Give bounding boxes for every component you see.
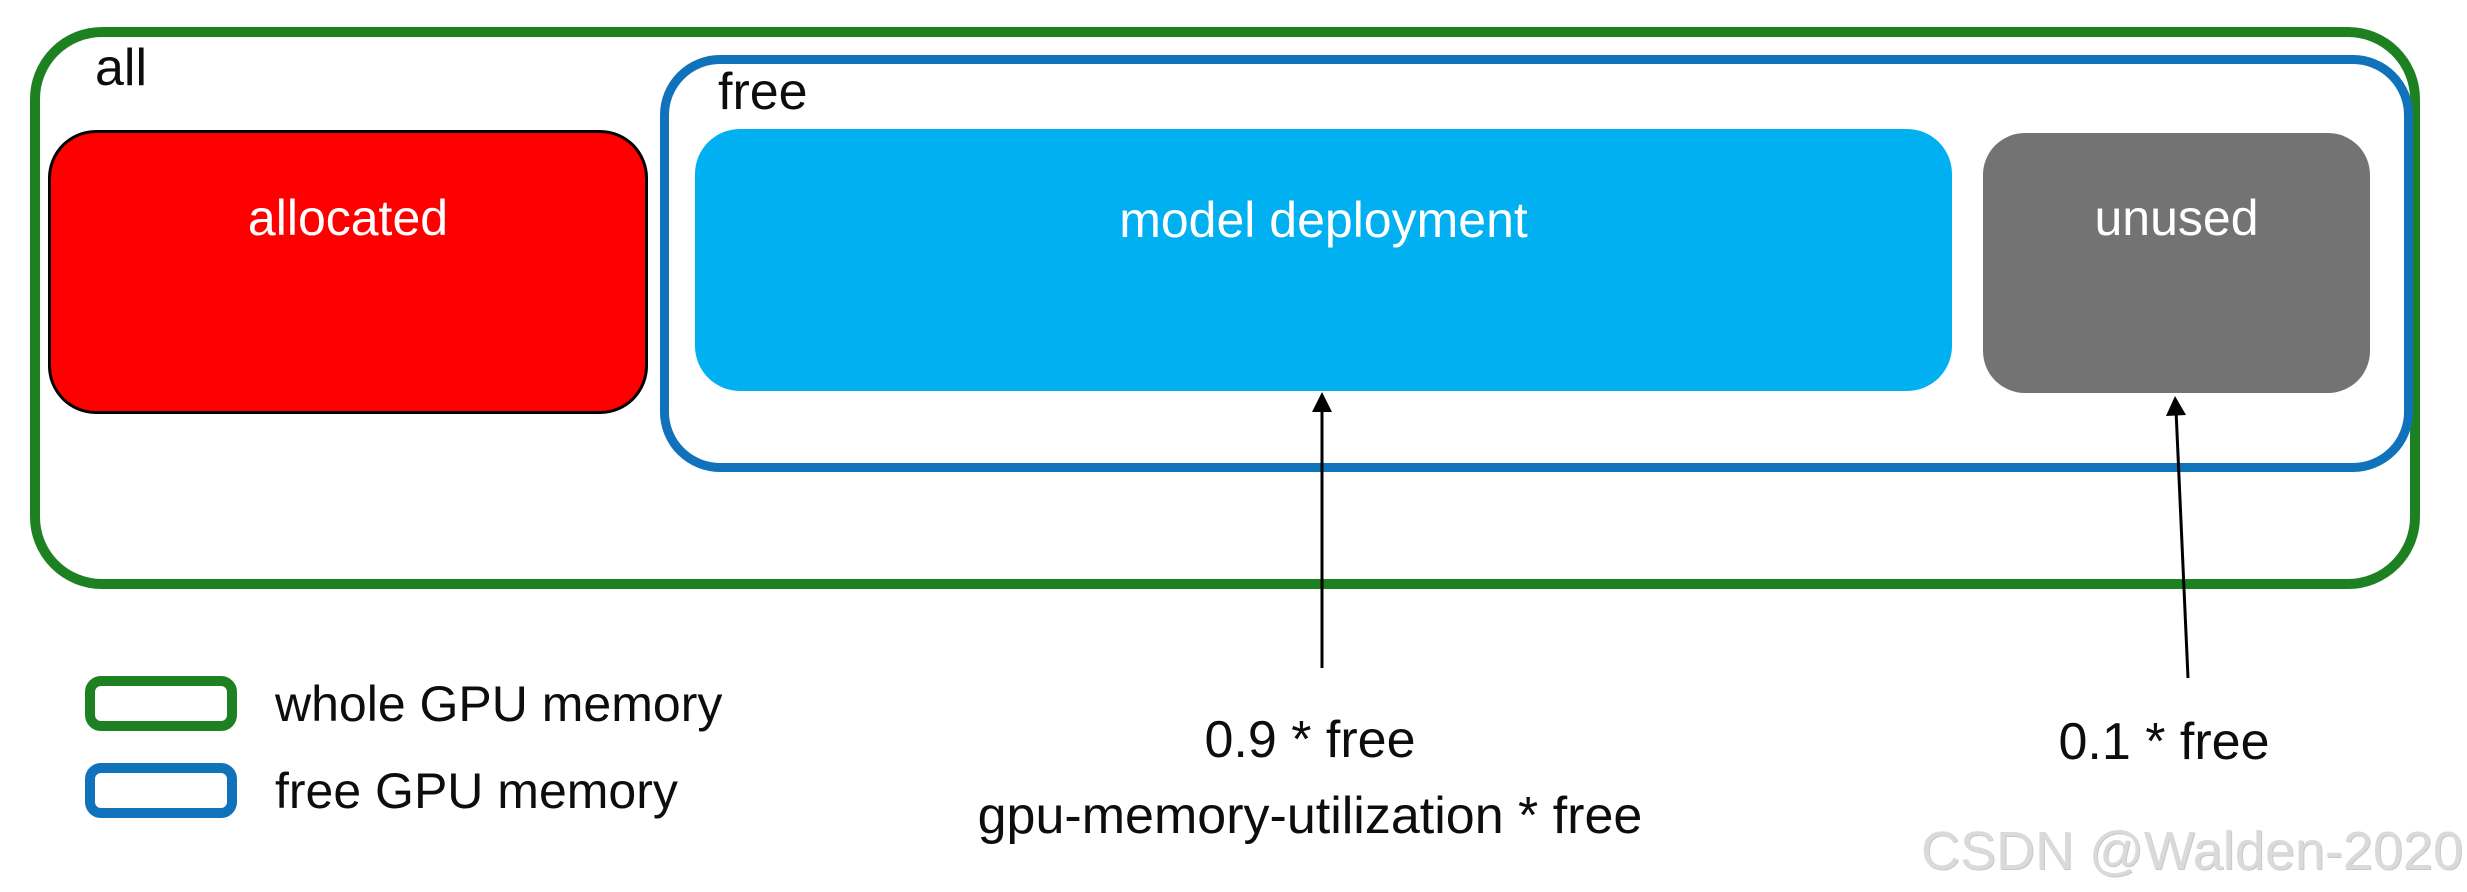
- legend-label-whole-gpu-memory: whole GPU memory: [275, 676, 723, 732]
- watermark: CSDN @Walden-2020: [1920, 821, 2463, 881]
- unused-label: unused: [2094, 190, 2259, 246]
- unused-arrow-icon: [2166, 396, 2190, 679]
- unused-value-text: 0.1 * free: [2058, 713, 2270, 771]
- free-gpu-memory-container: [660, 55, 2413, 472]
- unused-box: unused: [1983, 133, 2370, 393]
- model-deployment-value-text: 0.9 * free: [1204, 711, 1416, 769]
- legend-swatch-free-gpu-memory: [85, 763, 237, 818]
- model-deployment-box: model deployment: [695, 129, 1952, 391]
- allocated-box: allocated: [48, 130, 648, 414]
- allocated-label: allocated: [247, 190, 449, 246]
- legend-swatch-whole-gpu-memory: [85, 676, 237, 731]
- model-deployment-arrow-icon: [1312, 392, 1332, 668]
- model-deployment-formula-text: gpu-memory-utilization * free: [977, 787, 1643, 845]
- model-deployment-label: model deployment: [1119, 192, 1528, 248]
- legend-label-free-gpu-memory: free GPU memory: [275, 763, 678, 819]
- whole-gpu-memory-container: [30, 27, 2420, 589]
- free-label: free: [718, 63, 808, 121]
- all-label: all: [95, 39, 148, 97]
